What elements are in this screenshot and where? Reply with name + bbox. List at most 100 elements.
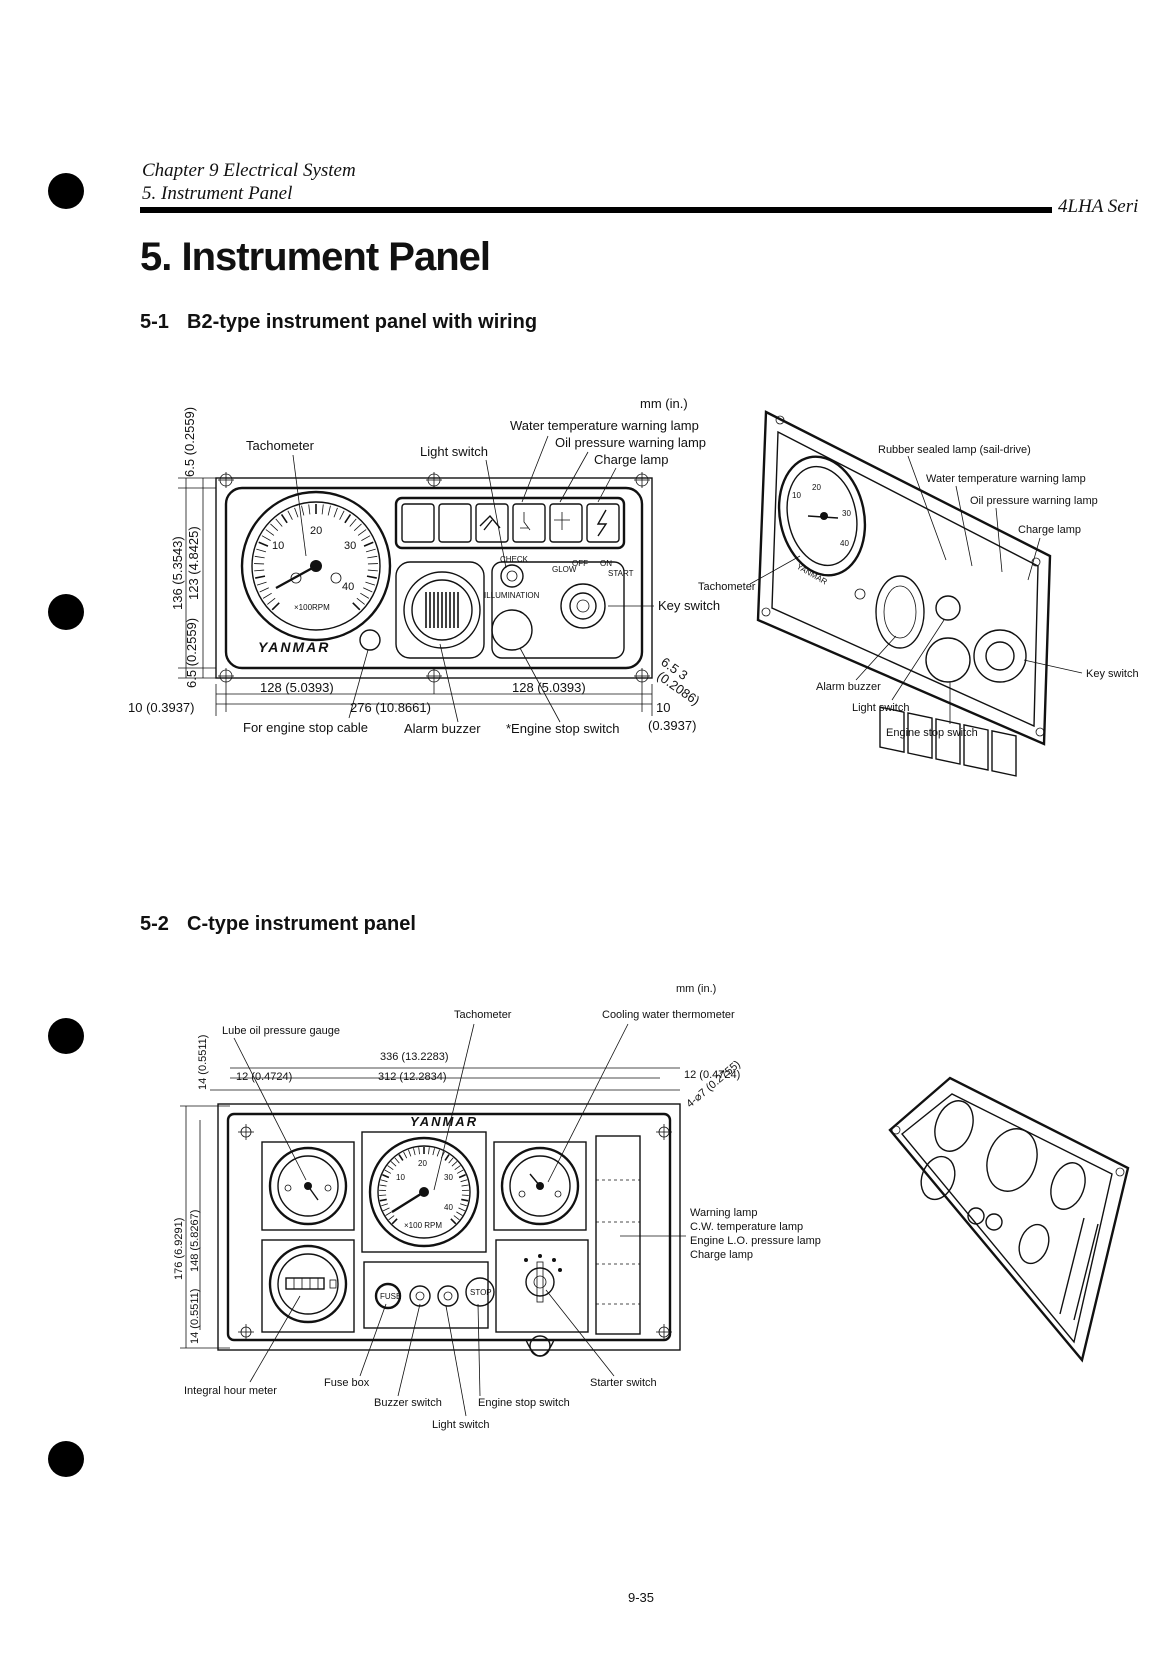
dial-tick [352,602,361,611]
c-label-lube: Lube oil pressure gauge [222,1025,340,1037]
engine-stop-cable-hole [359,629,381,651]
c-tacho-unit: ×100 RPM [404,1221,442,1230]
c-label-cw: C.W. temperature lamp [690,1221,803,1233]
dial-tick [363,587,373,593]
dial-tick [349,518,357,527]
dim-176: 176 (6.9291) [173,1218,185,1280]
dial-tick [356,597,365,605]
binding-hole [48,173,84,209]
dial-tick [450,1218,457,1225]
dial-tick [379,1198,387,1202]
dim-148: 148 (5.8267) [189,1210,201,1272]
water-temp-icon [520,512,531,531]
dial-tick [361,535,371,541]
dial-tick [327,505,331,516]
label-alarm-buzzer: Alarm buzzer [404,721,481,736]
dial-tick [379,1194,387,1196]
oil-pressure-icon [554,512,570,530]
c-label-cooling: Cooling water thermometer [602,1009,735,1021]
s1-callouts: Water temperature warning lamp Oil press… [243,418,720,736]
dial-tick [436,1149,440,1157]
engine-stop-button [465,1277,495,1307]
dial-tick [382,1174,390,1179]
dial-tick [461,1184,469,1187]
c-tachometer: 10 20 30 40 ×100 RPM [361,1131,487,1253]
c-label-stop: Engine stop switch [478,1397,570,1409]
tacho-tick-20: 20 [310,525,322,537]
svg-text:CHECK: CHECK [500,555,529,564]
binding-hole [48,1441,84,1477]
dial-tick [365,581,376,586]
dial-tick [294,507,299,518]
label-engine-stop-switch: *Engine stop switch [506,721,619,736]
dial-tick [258,541,269,547]
dial-tick [456,1211,463,1216]
binding-hole [48,1018,84,1054]
label-engine-stop-cable: For engine stop cable [243,720,368,735]
dial-tick [388,1215,395,1221]
s1-units: mm (in.) [640,396,688,411]
dial-tick [403,1151,408,1159]
c-label-warning: Warning lamp [690,1207,757,1219]
dial-tick [255,575,266,579]
dial-tick [418,1147,420,1155]
page-number: 9-35 [628,1590,654,1605]
dim-128-left: 128 (5.0393) [260,680,334,695]
perspective-callouts: Rubber sealed lamp (sail-drive) Water te… [698,444,1139,739]
svg-text:20: 20 [418,1159,427,1168]
c-label-charge: Charge lamp [690,1249,753,1261]
tacho-unit: ×100RPM [294,603,330,612]
dim-14-bot: 14 (0.5511) [189,1289,201,1344]
dial-tick [398,1154,404,1161]
svg-text:40: 40 [444,1203,453,1212]
dial-tick [321,504,324,515]
s2-callouts: Tachometer Cooling water thermometer Lub… [184,1009,821,1431]
svg-text:30: 30 [842,509,851,518]
dial-tick [256,548,267,553]
dial-tick [353,523,362,531]
dial-tick [366,575,377,579]
p-label-oil: Oil pressure warning lamp [970,495,1098,507]
perspective-buzzer [875,575,925,649]
dial-tick [262,592,272,599]
dim-128-right: 128 (5.0393) [512,680,586,695]
dial-tick [451,1161,458,1167]
header-rule [140,207,1052,213]
s2-dimensions: 14 (0.5511) 12 (0.4724) 336 (13.2283) 31… [173,1035,743,1349]
section-2-title: C-type instrument panel [187,913,416,935]
dial-tick [454,1165,461,1170]
c-label-hour: Integral hour meter [184,1385,277,1397]
s1-vertical-dimensions: 6.5 (0.2559) 136 (5.3543) 123 (4.8425) 6… [170,407,216,688]
c-label-buzzer: Buzzer switch [374,1397,442,1409]
tachometer-gauge: 20 10 30 40 ×100RPM [240,490,392,642]
c-label-lo: Engine L.O. pressure lamp [690,1235,821,1247]
dim-136: 136 (5.3543) [170,536,185,610]
dial-tick [382,1207,390,1212]
dial-tick [460,1203,467,1207]
dial-tick [267,597,276,605]
dial-tick [265,529,275,536]
svg-text:ON: ON [600,559,612,568]
dim-312: 312 (12.2834) [378,1071,447,1083]
dial-tick [408,1149,412,1157]
svg-text:20: 20 [812,483,821,492]
c-panel-perspective [888,1076,1130,1363]
dial-tick [287,510,293,520]
tacho-tick-10: 10 [272,540,284,552]
dial-tick [387,1165,394,1170]
dial-tick [448,1157,454,1164]
hour-meter [261,1239,355,1333]
charge-icon [596,509,608,537]
c-label-light: Light switch [432,1419,489,1431]
fuse-text: FUSE [380,1292,401,1301]
p-label-engine-stop: Engine stop switch [886,727,978,739]
dial-tick [363,541,374,547]
dial-tick [301,505,305,516]
label-tachometer: Tachometer [246,438,315,453]
p-label-tacho: Tachometer [698,581,756,593]
yanmar-logo: YANMAR [258,639,330,655]
dial-tick [394,1157,400,1164]
dial-tick [365,548,376,553]
warning-lamp-strip [394,496,626,550]
section-header: 5. Instrument Panel [142,183,293,204]
